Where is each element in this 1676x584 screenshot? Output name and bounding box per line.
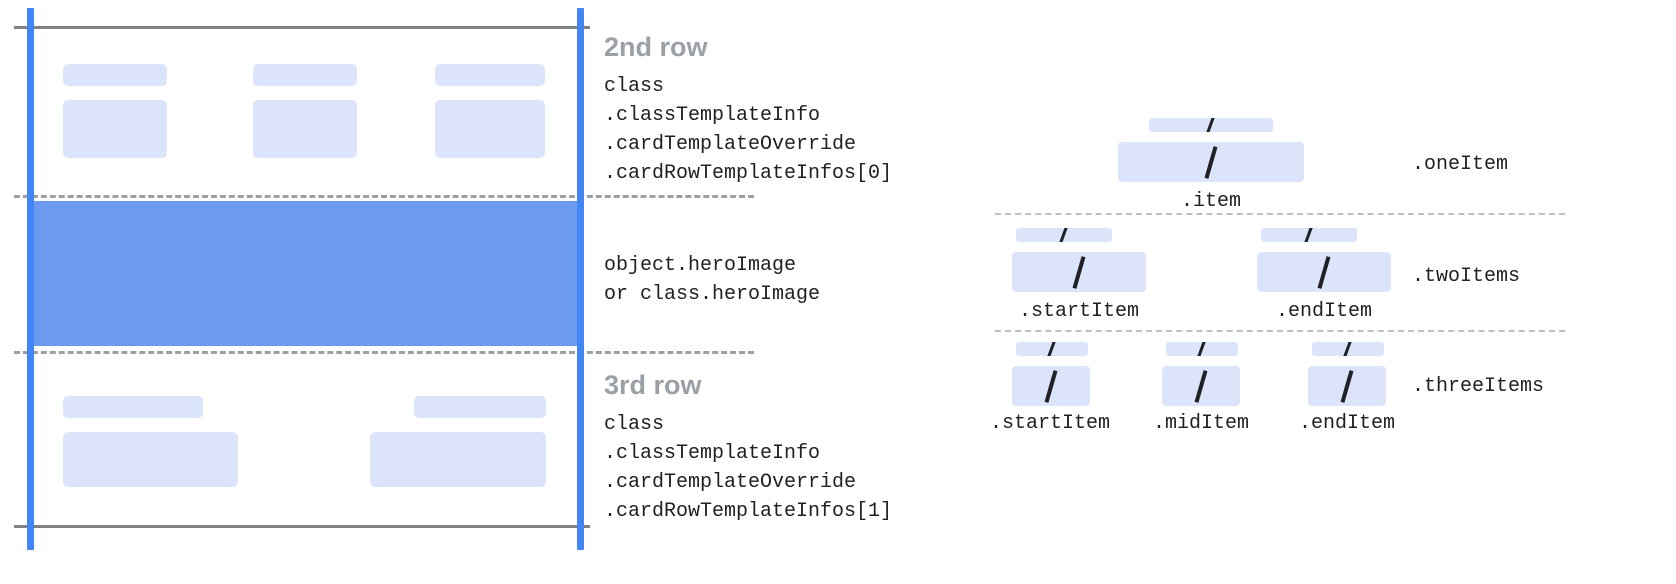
slash-mark — [1303, 228, 1314, 242]
row2-col3-label-placeholder — [435, 64, 545, 86]
row2-col3-value-placeholder — [435, 100, 545, 158]
card-template-diagram — [0, 0, 754, 584]
card-top-border — [14, 26, 590, 29]
third-row-code: class .classTemplateInfo .cardTemplateOv… — [604, 413, 893, 523]
three-items-mid-slot — [1162, 342, 1240, 406]
second-row-title: 2nd row — [604, 32, 708, 62]
slash-mark — [1204, 146, 1218, 179]
two-items-start-slot — [1012, 228, 1146, 292]
three-items-mid-label: .midItem — [1152, 412, 1249, 435]
three-items-start-body — [1012, 366, 1090, 406]
hero-image-code: object.heroImage or class.heroImage — [604, 254, 821, 306]
two-items-start-cap — [1016, 228, 1112, 242]
three-items-group-label: .threeItems — [1412, 375, 1545, 398]
card-right-edge-guide — [577, 8, 584, 550]
slash-mark — [1072, 256, 1086, 289]
slash-mark — [1046, 342, 1057, 356]
row-divider-lower — [14, 351, 754, 354]
hero-image-band — [33, 201, 583, 346]
two-items-end-body — [1257, 252, 1391, 292]
slash-mark — [1340, 370, 1354, 403]
slash-mark — [1342, 342, 1353, 356]
row2-col1-label-placeholder — [63, 64, 167, 86]
legend-divider-2 — [995, 330, 1565, 332]
one-item-label: .item — [1180, 190, 1241, 213]
three-items-start-cap — [1016, 342, 1088, 356]
item-layout-legend: .item .oneItem .startItem .endItem .twoI… — [960, 0, 1676, 584]
two-items-end-slot — [1257, 228, 1391, 292]
row2-col2-label-placeholder — [253, 64, 357, 86]
row-divider-upper — [14, 195, 754, 198]
row3-col2-label-placeholder — [414, 396, 546, 418]
second-row-code: class .classTemplateInfo .cardTemplateOv… — [604, 75, 893, 185]
third-row-title: 3rd row — [604, 370, 702, 400]
slash-mark — [1317, 256, 1331, 289]
one-item-group-label: .oneItem — [1412, 153, 1509, 176]
row3-col1-label-placeholder — [63, 396, 203, 418]
three-items-mid-body — [1162, 366, 1240, 406]
row2-col2-value-placeholder — [253, 100, 357, 158]
two-items-end-cap — [1261, 228, 1357, 242]
one-item-body — [1118, 142, 1304, 182]
slash-mark — [1058, 228, 1069, 242]
card-left-edge-guide — [27, 8, 34, 550]
three-items-start-label: .startItem — [989, 412, 1111, 435]
slash-mark — [1044, 370, 1058, 403]
two-items-end-label: .endItem — [1275, 300, 1372, 323]
three-items-end-label: .endItem — [1298, 412, 1395, 435]
one-item-slot — [1118, 118, 1304, 182]
card-bottom-border — [14, 525, 590, 528]
row2-col1-value-placeholder — [63, 100, 167, 158]
two-items-start-label: .startItem — [1018, 300, 1140, 323]
row3-col1-value-placeholder — [63, 432, 238, 487]
two-items-start-body — [1012, 252, 1146, 292]
legend-divider-1 — [995, 213, 1565, 215]
two-items-group-label: .twoItems — [1412, 265, 1521, 288]
three-items-end-slot — [1308, 342, 1386, 406]
three-items-end-body — [1308, 366, 1386, 406]
row3-col2-value-placeholder — [370, 432, 546, 487]
three-items-start-slot — [1012, 342, 1090, 406]
three-items-end-cap — [1312, 342, 1384, 356]
slash-mark — [1194, 370, 1208, 403]
slash-mark — [1196, 342, 1207, 356]
three-items-mid-cap — [1166, 342, 1238, 356]
slash-mark — [1205, 118, 1216, 132]
one-item-cap — [1149, 118, 1273, 132]
